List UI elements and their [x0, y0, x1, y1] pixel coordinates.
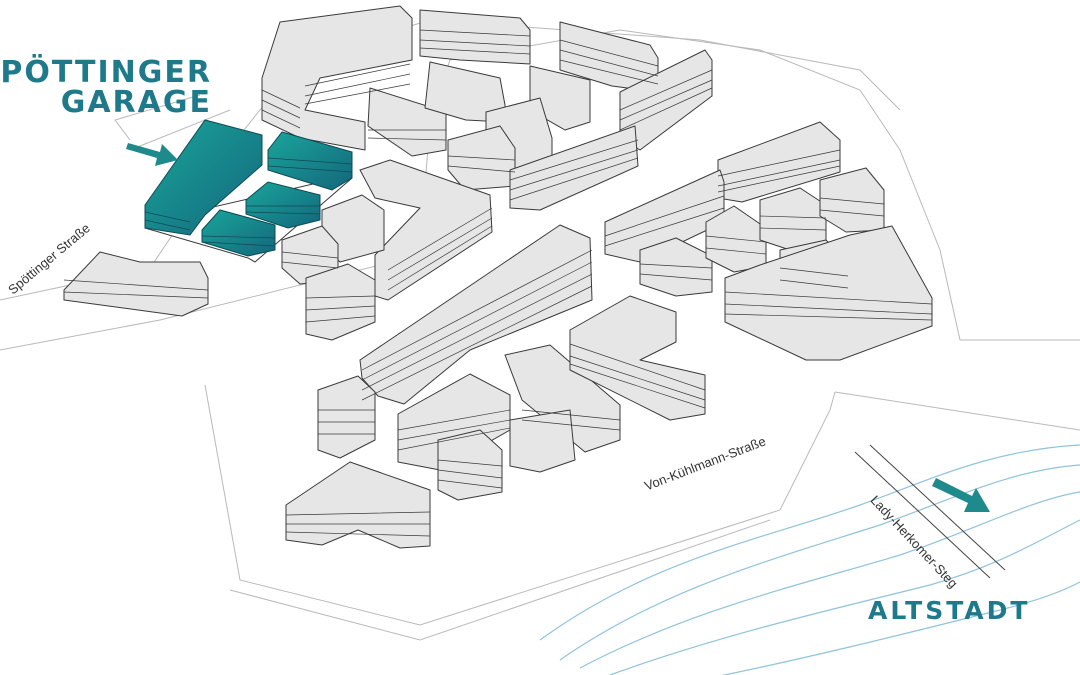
street-outlines: [0, 19, 1080, 641]
garage-title-line2: GARAGE: [60, 85, 212, 120]
altstadt-label: ALTSTADT: [868, 596, 1031, 625]
garage-block-main: [144, 119, 263, 236]
bridge: [854, 444, 1006, 579]
arrow-icon: [126, 143, 178, 166]
garage-block-middle: [245, 181, 321, 229]
garage-title-line1: SPÖTTINGER: [0, 55, 212, 90]
spoettinger-garage-buildings: [144, 119, 353, 263]
floor-lines: [63, 29, 933, 537]
arrow-icon: [932, 478, 990, 512]
river: [539, 444, 1080, 675]
